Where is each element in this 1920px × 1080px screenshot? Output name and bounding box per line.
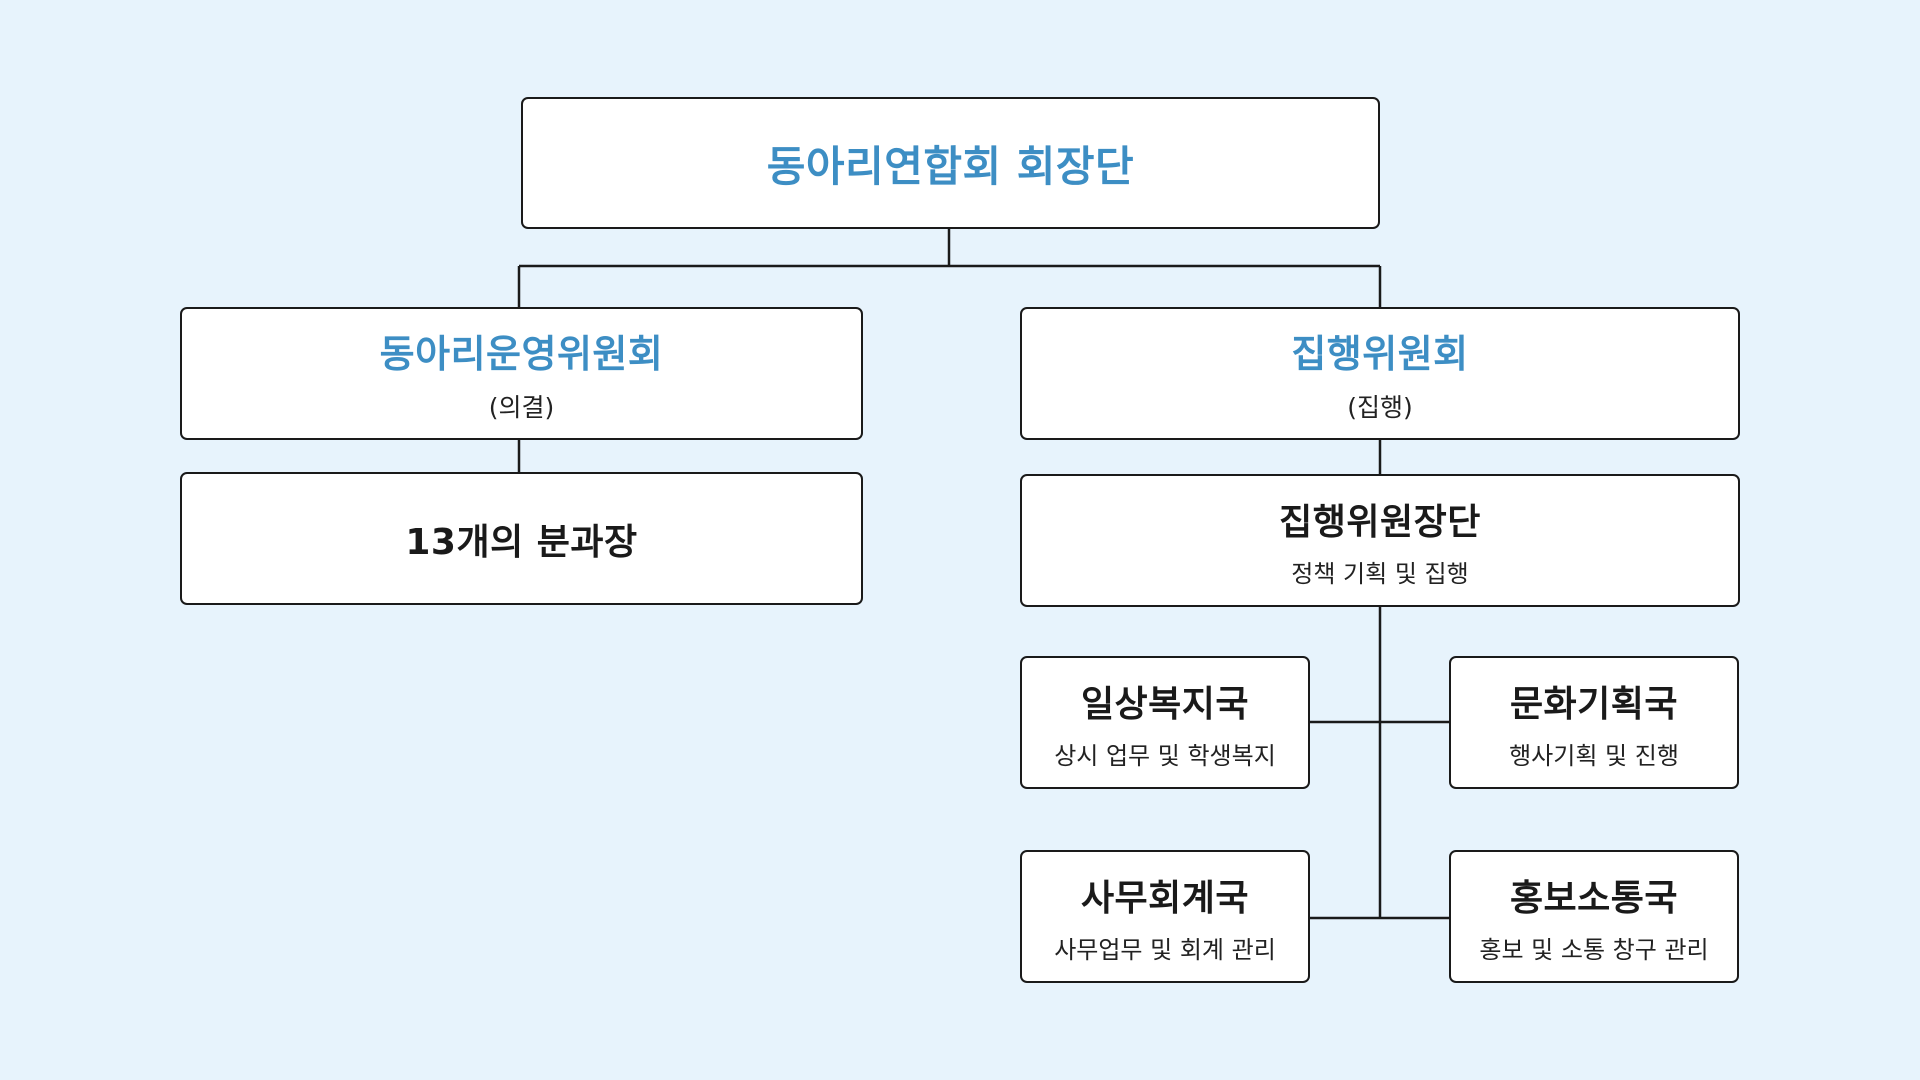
welfare-dept-box: 일상복지국 상시 업무 및 학생복지 <box>1020 656 1310 789</box>
pr-communication-dept-title: 홍보소통국 <box>1509 877 1679 919</box>
pr-communication-dept-box: 홍보소통국 홍보 및 소통 창구 관리 <box>1449 850 1739 983</box>
executive-leaders-title: 집행위원장단 <box>1279 501 1481 543</box>
admin-accounting-dept-box: 사무회계국 사무업무 및 회계 관리 <box>1020 850 1310 983</box>
executive-committee-title: 집행위원회 <box>1291 332 1469 376</box>
department-heads-box: 13개의 분과장 <box>180 472 863 605</box>
executive-committee-subtitle: (집행) <box>1347 393 1413 422</box>
executive-leaders-subtitle: 정책 기획 및 집행 <box>1291 559 1469 588</box>
operation-committee-box: 동아리운영위원회 (의결) <box>180 307 863 440</box>
admin-accounting-dept-title: 사무회계국 <box>1080 877 1250 919</box>
pr-communication-dept-subtitle: 홍보 및 소통 창구 관리 <box>1479 935 1709 964</box>
operation-committee-title: 동아리운영위원회 <box>379 332 664 376</box>
department-heads-title: 13개의 분과장 <box>405 521 638 563</box>
culture-dept-title: 문화기획국 <box>1509 683 1679 725</box>
executive-committee-box: 집행위원회 (집행) <box>1020 307 1740 440</box>
operation-committee-subtitle: (의결) <box>488 393 555 422</box>
president-group-box: 동아리연합회 회장단 <box>521 97 1380 229</box>
admin-accounting-dept-subtitle: 사무업무 및 회계 관리 <box>1054 935 1276 964</box>
culture-dept-subtitle: 행사기획 및 진행 <box>1509 741 1679 770</box>
welfare-dept-title: 일상복지국 <box>1080 683 1250 725</box>
executive-leaders-box: 집행위원장단 정책 기획 및 집행 <box>1020 474 1740 607</box>
president-group-title: 동아리연합회 회장단 <box>766 141 1135 191</box>
culture-dept-box: 문화기획국 행사기획 및 진행 <box>1449 656 1739 789</box>
welfare-dept-subtitle: 상시 업무 및 학생복지 <box>1054 741 1276 770</box>
